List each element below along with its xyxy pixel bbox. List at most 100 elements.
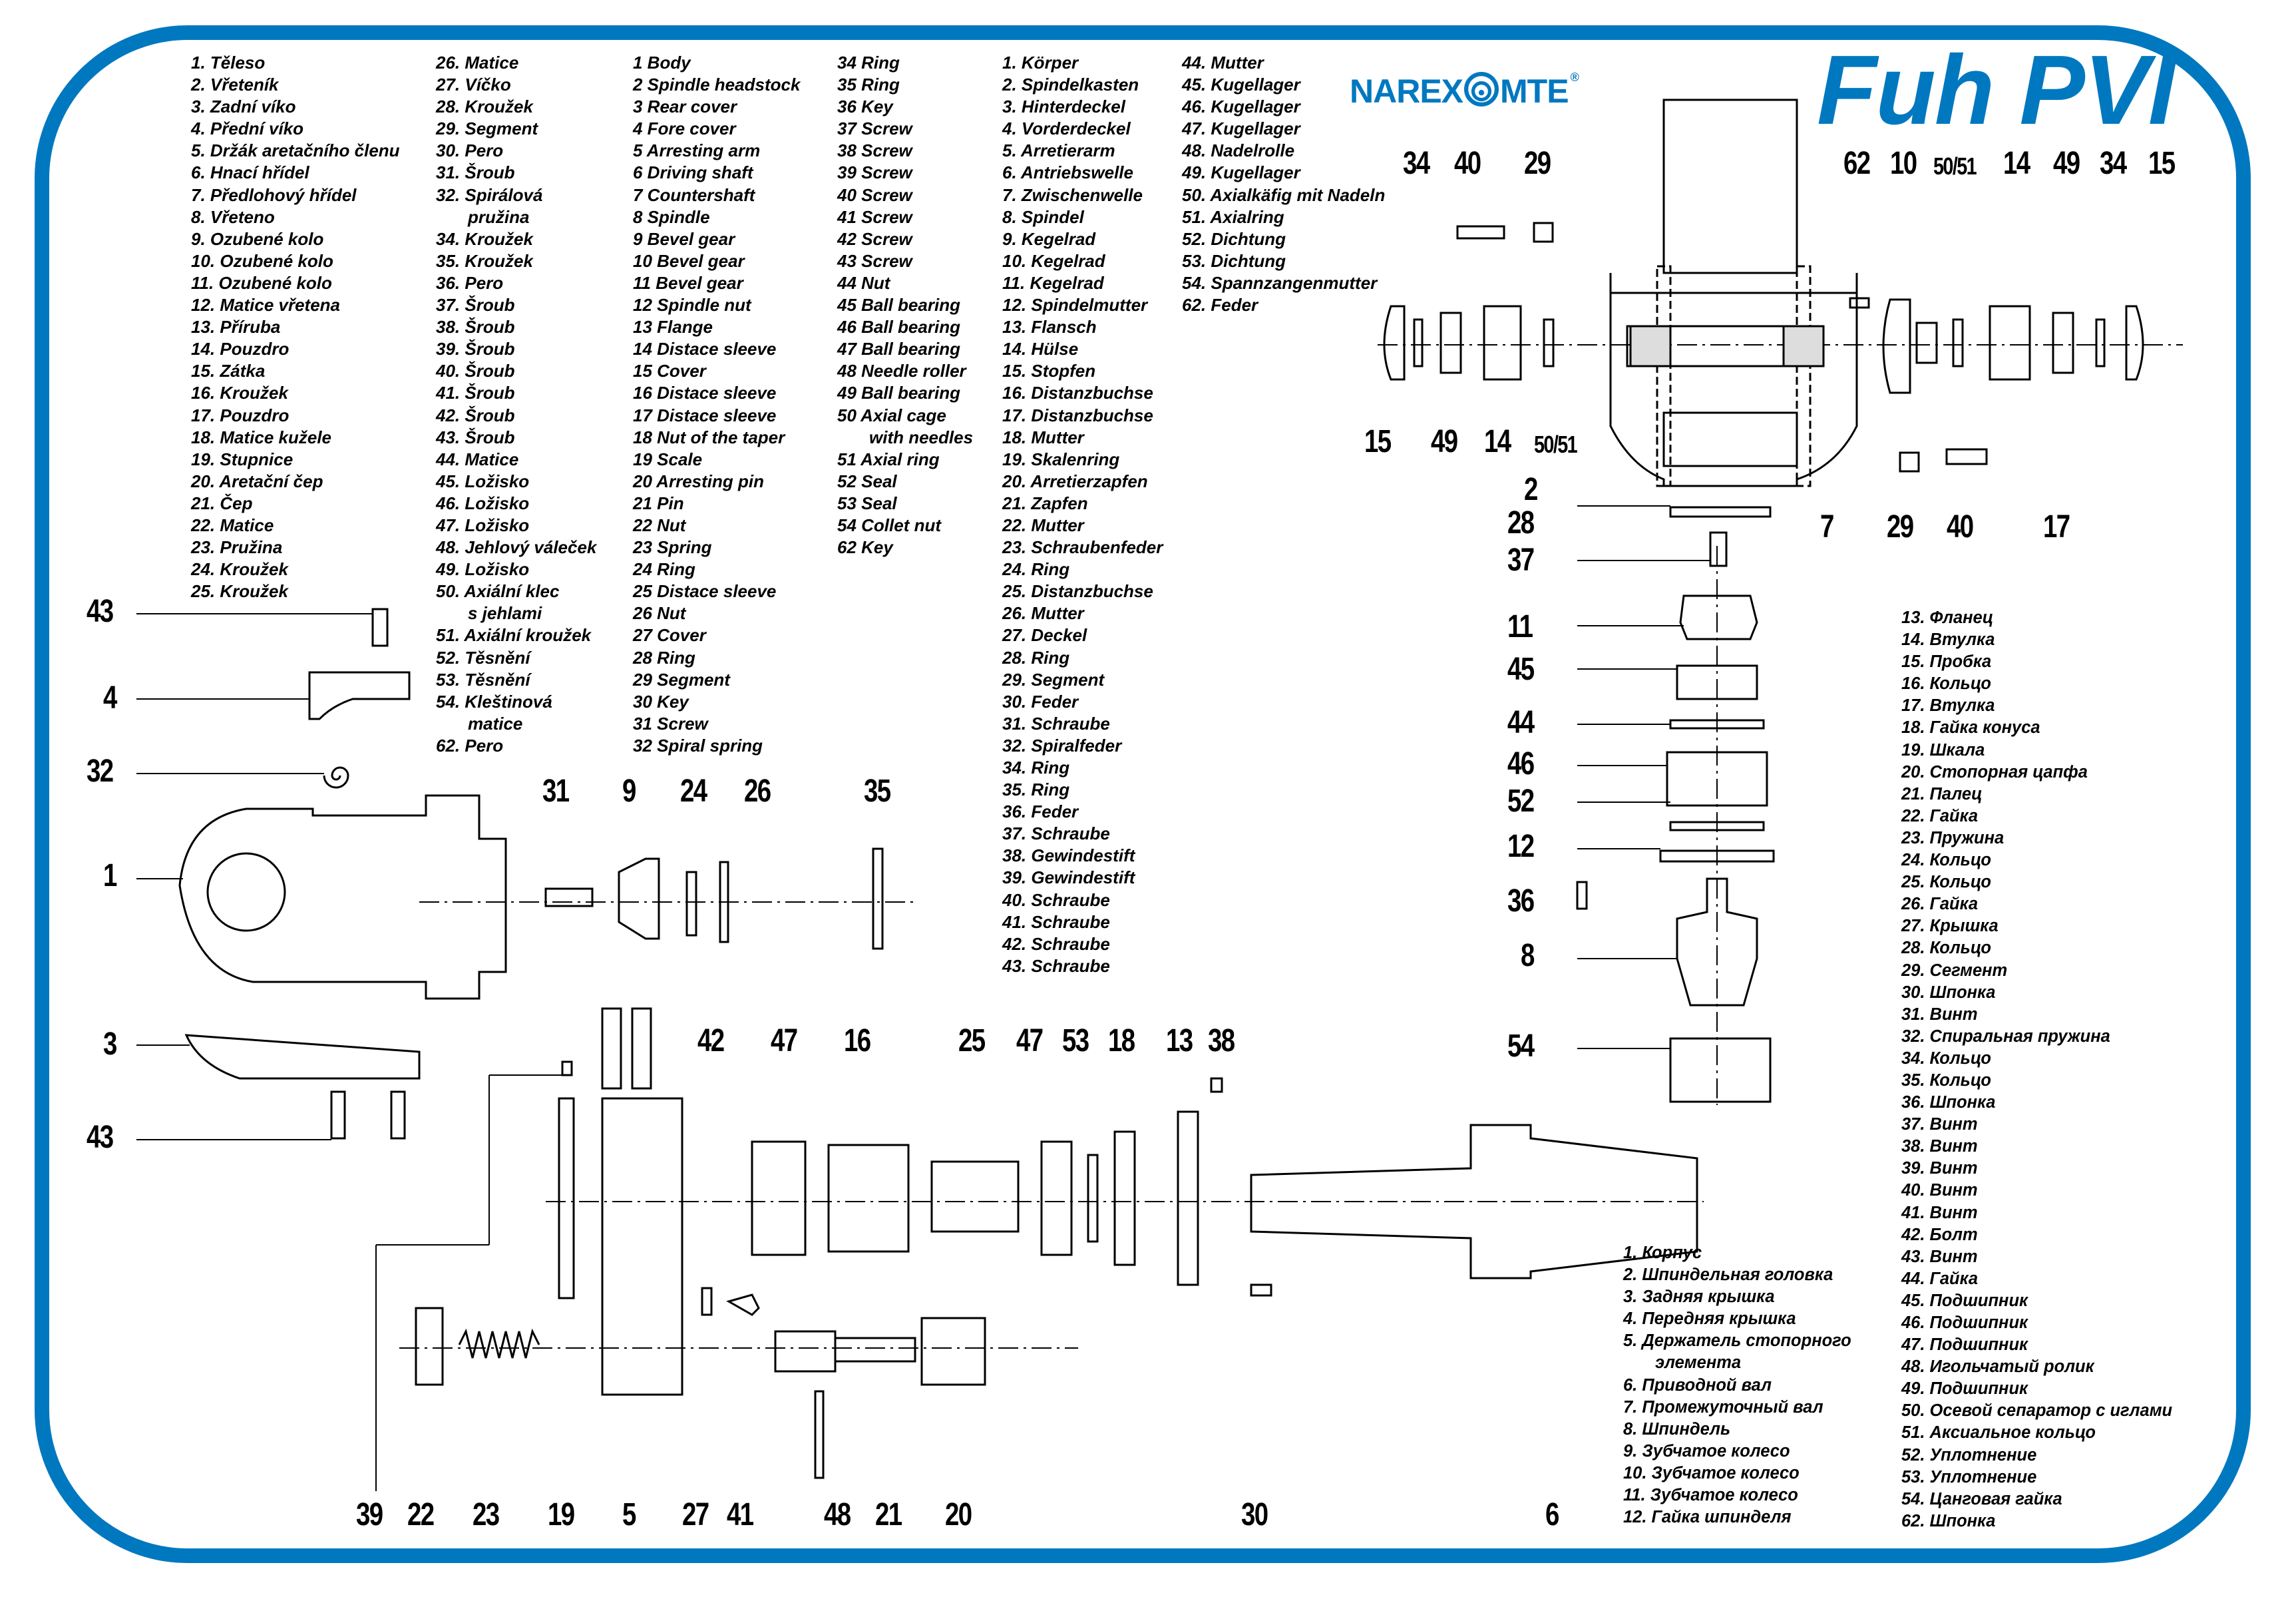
legend-item: 31. Винт bbox=[1901, 1005, 1978, 1024]
legend-item: 62 Key bbox=[837, 537, 893, 558]
needle-roller-48-part bbox=[815, 1391, 823, 1478]
callout-62: 62 bbox=[1843, 146, 1871, 181]
segment-29-part-lower bbox=[1900, 453, 1919, 471]
legend-item: 41. Šroub bbox=[436, 383, 515, 403]
legend-item: 32. Spiralfeder bbox=[1002, 735, 1122, 756]
legend-item: 3 Rear cover bbox=[633, 97, 737, 117]
legend-item: 37. Schraube bbox=[1002, 823, 1110, 844]
legend-item: 52. Těsnění bbox=[436, 647, 530, 668]
legend-item: 3. Hinterdeckel bbox=[1002, 97, 1125, 117]
legend-item: 1. Těleso bbox=[191, 53, 266, 73]
screw-43-part-bottom-2 bbox=[391, 1092, 405, 1138]
legend-item: 11 Bevel gear bbox=[633, 272, 743, 293]
blue-rounded-frame bbox=[35, 25, 2251, 1563]
callout-19: 19 bbox=[548, 1497, 575, 1532]
legend-item: 15. Stopfen bbox=[1002, 361, 1096, 381]
callout-14-left: 14 bbox=[1484, 424, 1511, 459]
legend-item: 40. Винт bbox=[1901, 1181, 1978, 1200]
legend-item: 23 Spring bbox=[633, 537, 712, 558]
legend-item: 47. Подшипник bbox=[1901, 1335, 2028, 1355]
callout-50-51-top: 50/51 bbox=[1933, 152, 1977, 180]
scale-19-part bbox=[559, 1098, 574, 1298]
legend-item: 30 Key bbox=[633, 691, 689, 712]
ring-34-part-right bbox=[2096, 320, 2104, 366]
screw-40-part bbox=[1457, 226, 1504, 238]
legend-item: 24 Ring bbox=[633, 559, 695, 580]
legend-item: 35. Kroužek bbox=[436, 250, 533, 271]
legend-item: 42. Schraube bbox=[1002, 933, 1110, 954]
legend-item: 1. Körper bbox=[1002, 53, 1079, 73]
callout-37: 37 bbox=[1507, 543, 1535, 578]
legend-item: 11. Kegelrad bbox=[1002, 272, 1104, 293]
axial-ring-50-51-part-right bbox=[1953, 320, 1963, 366]
legend-item: 51 Axial ring bbox=[837, 449, 940, 469]
callout-54: 54 bbox=[1507, 1029, 1535, 1064]
legend-item: 14. Втулка bbox=[1901, 630, 1995, 650]
legend-item: 31 Screw bbox=[633, 713, 708, 734]
legend-item: 50. Axiální klec bbox=[436, 581, 560, 602]
legend-item: 4. Передняя крышка bbox=[1623, 1309, 1796, 1329]
callout-29: 29 bbox=[1524, 146, 1551, 181]
legend-item: 24. Kroužek bbox=[191, 559, 288, 580]
narex-mte-logo: NAREX MTE ® bbox=[1350, 71, 1579, 111]
callout-23: 23 bbox=[473, 1497, 500, 1532]
legend-item: 51. Axiální kroužek bbox=[436, 625, 592, 646]
arresting-pin-20-body bbox=[775, 1331, 835, 1371]
legend-item: 48. Jehlový váleček bbox=[436, 537, 597, 558]
arresting-pin-20-part bbox=[922, 1318, 985, 1385]
legend-item: 30. Шпонка bbox=[1901, 983, 1996, 1002]
legend-item: 25. Distanzbuchse bbox=[1002, 581, 1153, 602]
legend-item: 38 Screw bbox=[837, 140, 912, 161]
legend-item: 52. Dichtung bbox=[1182, 228, 1286, 249]
legend-item: 29. Segment bbox=[436, 118, 538, 139]
legend-item: 31. Schraube bbox=[1002, 713, 1110, 734]
legend-item: 7. Промежуточный вал bbox=[1623, 1397, 1823, 1417]
legend-item: 12. Spindelmutter bbox=[1002, 295, 1148, 316]
legend-item: 17. Втулка bbox=[1901, 696, 1995, 716]
bearing-49-part-right bbox=[2053, 313, 2073, 373]
legend-item: 23. Пружина bbox=[1901, 828, 2005, 847]
logo-text-narex: NAREX bbox=[1350, 73, 1463, 110]
legend-item: 4. Přední víko bbox=[191, 118, 304, 139]
callout-27: 27 bbox=[682, 1497, 709, 1532]
sleeve-17-part bbox=[1917, 323, 1937, 363]
key-62-part bbox=[1850, 298, 1869, 308]
legend-item: 37. Винт bbox=[1901, 1115, 1978, 1134]
legend-item: 53. Těsnění bbox=[436, 669, 530, 690]
legend-item: 8. Шпиндель bbox=[1623, 1419, 1731, 1439]
cover-15-part-left bbox=[1384, 306, 1404, 379]
legend-item: 27. Víčko bbox=[436, 75, 511, 95]
legend-item: 34. Kroužek bbox=[436, 228, 533, 249]
legend-item: 40. Schraube bbox=[1002, 889, 1110, 910]
legend-item: 29. Сегмент bbox=[1901, 961, 2008, 980]
seal-53-part bbox=[1088, 1155, 1097, 1242]
sleeve-14-part-left bbox=[1484, 306, 1521, 379]
screw-43-part-top bbox=[373, 609, 387, 646]
legend-item: 2. Spindelkasten bbox=[1002, 75, 1139, 95]
legend-item: 17 Distace sleeve bbox=[633, 405, 777, 425]
legend-item: 37. Šroub bbox=[436, 295, 515, 316]
legend-item: 38. Šroub bbox=[436, 317, 515, 338]
legend-item: 15. Zátka bbox=[191, 361, 266, 381]
legend-item: 20. Arretierzapfen bbox=[1002, 471, 1148, 491]
legend-item: 40. Šroub bbox=[436, 361, 515, 381]
bearing-47-part-2 bbox=[1042, 1142, 1071, 1255]
legend-item: 6. Приводной вал bbox=[1623, 1375, 1772, 1395]
legend-item: 54. Цанговая гайка bbox=[1901, 1489, 2062, 1508]
legend-item: 46. Подшипник bbox=[1901, 1313, 2028, 1332]
legend-item: 34. Ring bbox=[1002, 758, 1070, 778]
callout-7: 7 bbox=[1820, 509, 1834, 545]
legend-item: 48. Игольчатый ролик bbox=[1901, 1357, 2094, 1377]
legend-item: 18. Mutter bbox=[1002, 427, 1084, 447]
screw-38-part bbox=[1211, 1078, 1222, 1092]
callout-13: 13 bbox=[1166, 1023, 1193, 1058]
callout-36: 36 bbox=[1507, 883, 1535, 919]
callout-4: 4 bbox=[103, 680, 117, 716]
legend-item: 46. Kugellager bbox=[1182, 97, 1300, 117]
legend-item: 44. Matice bbox=[436, 449, 519, 469]
callout-47-b: 47 bbox=[1016, 1023, 1044, 1058]
legend-item: 22. Matice bbox=[191, 515, 274, 535]
legend-item: 7. Zwischenwelle bbox=[1002, 184, 1143, 205]
